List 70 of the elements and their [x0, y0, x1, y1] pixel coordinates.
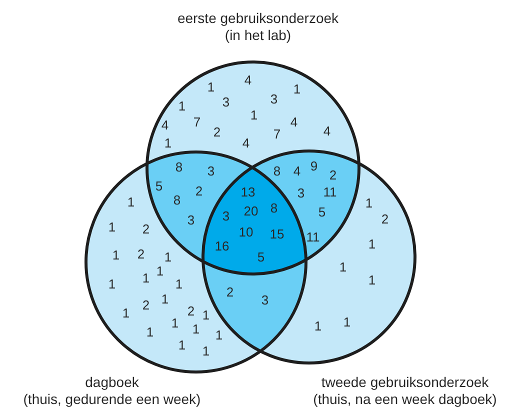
count-label: 1	[108, 220, 116, 234]
count-label: 2	[195, 184, 203, 198]
count-label: 13	[240, 186, 256, 198]
count-label: 1	[171, 316, 179, 330]
count-label: 3	[270, 92, 278, 106]
count-label: 1	[343, 316, 351, 328]
count-label: 3	[222, 96, 230, 108]
count-label: 1	[156, 264, 164, 278]
count-label: 16	[214, 240, 230, 252]
count-label: 4	[242, 136, 250, 150]
count-label: 8	[173, 194, 181, 206]
count-label: 10	[238, 226, 254, 238]
count-label: 1	[122, 306, 130, 320]
count-label: 8	[270, 202, 278, 214]
count-label: 2	[142, 298, 150, 312]
count-label: 8	[175, 160, 183, 174]
count-label: 1	[175, 278, 183, 290]
count-label: 1	[215, 328, 223, 342]
count-label: 1	[161, 292, 169, 306]
count-label: 1	[142, 272, 150, 284]
count-label: 2	[329, 168, 337, 182]
count-label: 2	[142, 222, 150, 236]
count-label: 3	[261, 294, 269, 306]
count-label: 4	[290, 116, 298, 128]
count-label: 2	[187, 304, 195, 318]
count-label: 11	[323, 186, 337, 198]
count-label: 9	[310, 160, 318, 172]
count-label: 2	[226, 286, 234, 298]
count-label: 1	[202, 344, 210, 358]
count-label: 1	[164, 136, 172, 150]
count-label: 1	[146, 326, 154, 338]
count-label: 4	[293, 164, 301, 178]
count-label: 1	[192, 322, 200, 336]
count-label: 7	[193, 116, 201, 128]
count-label: 1	[368, 274, 376, 286]
set-title: eerste gebruiksonderzoek (in het lab)	[177, 10, 339, 44]
count-label: 7	[273, 128, 281, 140]
count-label: 2	[213, 126, 221, 138]
count-label: 1	[207, 80, 215, 94]
count-label: 1	[112, 248, 120, 262]
count-label: 11	[306, 230, 320, 244]
count-label: 1	[293, 82, 301, 96]
count-label: 3	[297, 186, 305, 200]
count-label: 15	[270, 228, 284, 240]
count-label: 1	[368, 238, 376, 250]
count-label: 1	[365, 196, 373, 210]
count-label: 2	[137, 248, 145, 260]
count-label: 1	[178, 338, 186, 352]
count-label: 1	[314, 320, 322, 332]
count-label: 1	[164, 250, 172, 264]
count-label: 3	[207, 164, 215, 178]
count-label: 4	[244, 74, 252, 86]
count-label: 20	[244, 204, 258, 218]
count-label: 2	[381, 212, 389, 226]
count-label: 1	[339, 260, 347, 274]
count-label: 4	[161, 118, 169, 132]
set-title: tweede gebruiksonderzoek (thuis, na een week dagboek)	[313, 374, 497, 408]
count-label: 5	[155, 180, 163, 192]
count-label: 1	[202, 308, 210, 322]
count-label: 4	[323, 124, 331, 138]
count-label: 1	[178, 100, 186, 112]
count-label: 1	[127, 196, 135, 208]
count-label: 5	[257, 250, 265, 264]
count-label: 1	[108, 278, 116, 290]
count-label: 5	[318, 206, 326, 218]
count-label: 1	[250, 108, 258, 122]
count-label: 8	[273, 164, 281, 178]
count-label: 3	[187, 214, 195, 226]
count-label: 3	[222, 210, 230, 222]
set-title: dagboek (thuis, gedurende een week)	[23, 374, 201, 408]
